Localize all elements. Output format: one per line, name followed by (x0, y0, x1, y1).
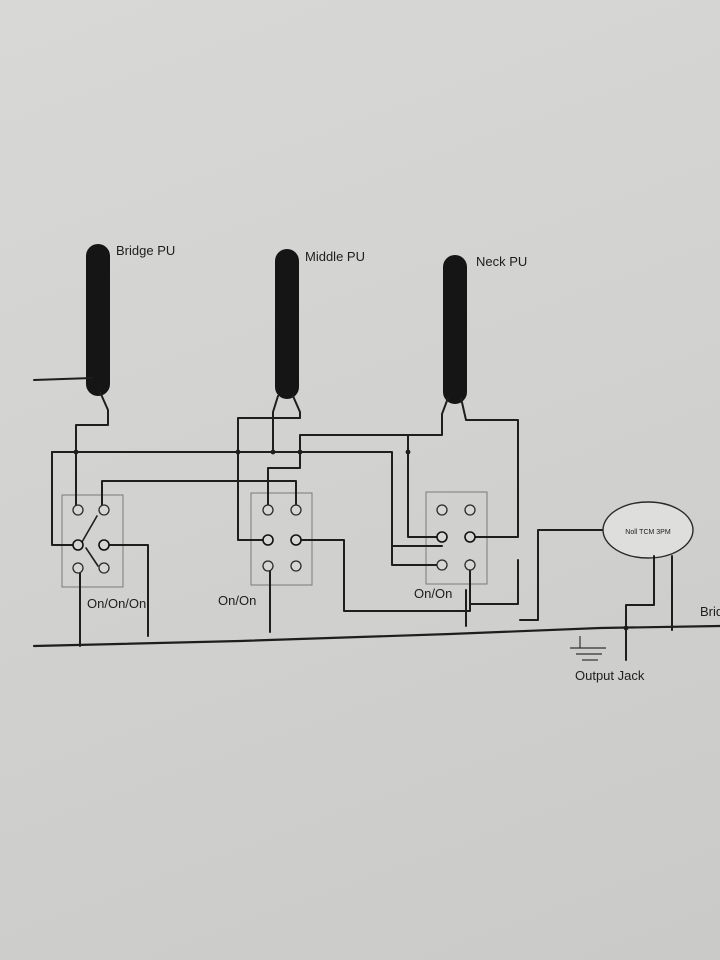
junction-dot (73, 449, 79, 455)
middle-switch-lug (262, 504, 274, 516)
bridge-switch-lever (81, 515, 98, 543)
tone-control-label: Noll TCM 3PM (625, 529, 671, 536)
middle-switch-label: On/On (218, 593, 256, 608)
middle-switch-lug (262, 534, 274, 546)
neck-switch-lug (436, 531, 448, 543)
middle-switch-lug (262, 560, 274, 572)
bridge-switch-lug (72, 504, 84, 516)
bridge-pickup-ground-lead (33, 377, 93, 381)
bridge-switch-lug (72, 562, 84, 574)
tone-control-lead-a (625, 555, 655, 661)
bridge-switch-label: On/On/On (87, 596, 146, 611)
junction-dot (297, 449, 303, 455)
neck-pickup-label: Neck PU (476, 254, 527, 269)
middle-switch-lug (290, 504, 302, 516)
bridge-switch-right-wire (103, 544, 149, 637)
middle-pickup (275, 249, 299, 399)
middle-switch-left-wire (237, 494, 267, 541)
middle-pickup-label: Middle PU (305, 249, 365, 264)
neck-switch-lug (464, 504, 476, 516)
neck-pickup (443, 255, 467, 404)
bridge-switch-lever-2 (85, 547, 99, 567)
middle-switch-lug (290, 560, 302, 572)
output-jack-label: Output Jack (575, 668, 645, 683)
ground-bus-wire (32, 624, 720, 648)
bridge-switch-lug (98, 504, 110, 516)
bridge-switch-lug (72, 539, 84, 551)
neck-switch-lug (436, 559, 448, 571)
junction-dot (623, 625, 629, 631)
middle-pickup-lead-a (272, 395, 279, 453)
bus-wire-bridge-middle (101, 480, 297, 511)
neck-switch-lug (436, 504, 448, 516)
neck-switch-left-wire (391, 545, 443, 566)
bridge-switch-lug (98, 562, 110, 574)
junction-dot (270, 449, 276, 455)
neck-switch-lug (464, 531, 476, 543)
bridge-switch-housing (61, 494, 124, 588)
bridge-pickup-label: Bridge PU (116, 243, 175, 258)
neck-switch-lug (464, 559, 476, 571)
neck-switch-label: On/On (414, 586, 452, 601)
junction-dot (235, 449, 241, 455)
tone-control-knob (602, 501, 694, 559)
bridge-pickup-hot-lead (75, 391, 109, 511)
bridge-switch-left-wire (51, 451, 75, 546)
edge-label: Brid (700, 604, 720, 619)
bus-wire-neck (407, 434, 443, 538)
middle-pickup-lead-b (237, 395, 301, 496)
neck-pickup-lead-b (460, 397, 519, 538)
neck-pickup-lead-a (267, 397, 449, 511)
bus-wire-top (51, 451, 443, 547)
output-signal-wire (519, 529, 605, 621)
middle-switch-lug (290, 534, 302, 546)
neck-switch-output-wire (469, 559, 519, 605)
bridge-pickup (86, 244, 110, 396)
junction-dot (405, 449, 411, 455)
bridge-switch-lug (98, 539, 110, 551)
